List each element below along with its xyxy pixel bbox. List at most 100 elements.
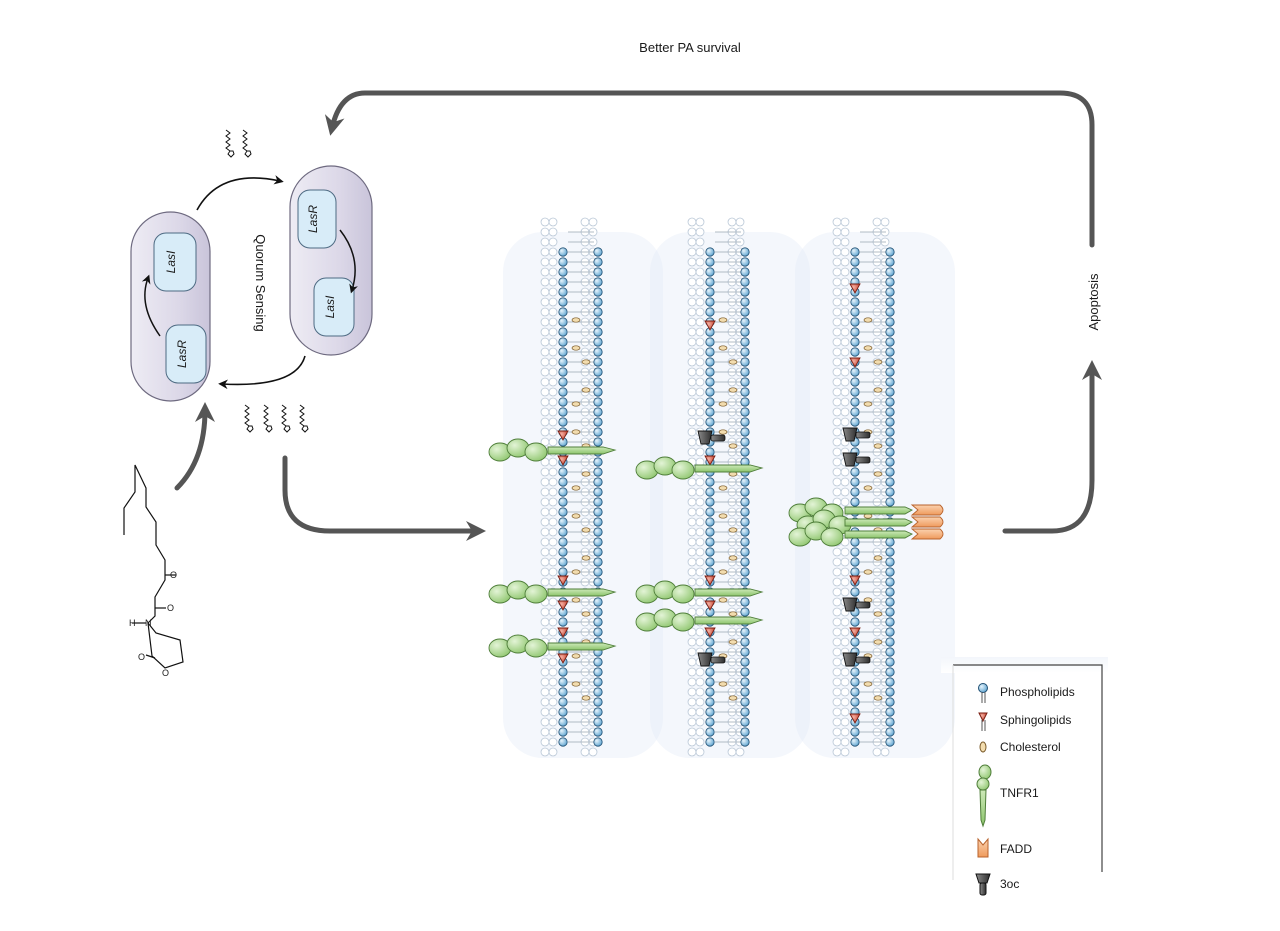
phospholipid-back xyxy=(540,237,550,247)
phospholipid xyxy=(705,717,715,727)
sphingolipid xyxy=(849,627,861,638)
phospholipid xyxy=(885,697,895,707)
sphingolipid xyxy=(704,320,716,331)
cholesterol xyxy=(873,443,883,449)
phospholipid-back xyxy=(580,217,590,227)
phospholipid-back xyxy=(695,277,705,287)
lasr-protein-left xyxy=(165,324,207,384)
cholesterol xyxy=(571,401,581,407)
phospholipid-back xyxy=(832,627,842,637)
phospholipid-back xyxy=(540,357,550,367)
phospholipid-back xyxy=(540,347,550,357)
phospholipid-back xyxy=(695,237,705,247)
sphingolipid xyxy=(557,430,569,441)
phospholipid-back xyxy=(540,617,550,627)
cholesterol xyxy=(863,401,873,407)
phospholipid xyxy=(740,387,750,397)
cholesterol xyxy=(581,527,591,533)
3oc-tail xyxy=(855,656,871,664)
phospholipid-back xyxy=(840,377,850,387)
phospholipid xyxy=(705,517,715,527)
phospholipid-back xyxy=(548,527,558,537)
phospholipid xyxy=(740,417,750,427)
phospholipid-back xyxy=(832,457,842,467)
phospholipid xyxy=(593,627,603,637)
phospholipid xyxy=(593,537,603,547)
cholesterol xyxy=(863,485,873,491)
phospholipid-back xyxy=(695,627,705,637)
phospholipid xyxy=(740,487,750,497)
phospholipid xyxy=(850,377,860,387)
phospholipid-back xyxy=(840,637,850,647)
phospholipid xyxy=(740,367,750,377)
phospholipid-back xyxy=(687,487,697,497)
phospholipid-back xyxy=(687,577,697,587)
phospholipid xyxy=(850,297,860,307)
legend-label-cholesterol: Cholesterol xyxy=(1000,740,1061,754)
phospholipid xyxy=(885,457,895,467)
tnfr1-stem xyxy=(694,588,764,597)
phospholipid xyxy=(558,517,568,527)
phospholipid-back xyxy=(832,417,842,427)
phospholipid-back xyxy=(832,387,842,397)
phospholipid-back xyxy=(695,707,705,717)
phospholipid-back xyxy=(540,307,550,317)
phospholipid-back xyxy=(832,747,842,757)
phospholipid-back xyxy=(695,287,705,297)
phospholipid xyxy=(705,347,715,357)
phospholipid-back xyxy=(548,337,558,347)
lasr-label-right: LasR xyxy=(306,205,320,233)
phospholipid xyxy=(593,277,603,287)
phospholipid xyxy=(885,257,895,267)
phospholipid-back xyxy=(695,367,705,377)
phospholipid-back xyxy=(840,347,850,357)
phospholipid-back xyxy=(832,447,842,457)
phospholipid xyxy=(593,497,603,507)
phospholipid xyxy=(850,407,860,417)
phospholipid-back xyxy=(832,357,842,367)
autoinducers-bottom xyxy=(244,404,309,433)
phospholipid xyxy=(740,327,750,337)
phospholipid-back xyxy=(687,407,697,417)
phospholipid-back xyxy=(832,717,842,727)
phospholipid xyxy=(705,387,715,397)
phospholipid xyxy=(705,477,715,487)
phospholipid-back xyxy=(540,707,550,717)
phospholipid xyxy=(740,707,750,717)
phospholipid-back xyxy=(540,607,550,617)
phospholipid xyxy=(593,597,603,607)
atom-oxygen-2: O xyxy=(167,603,174,613)
tnfr1-stem xyxy=(844,506,914,515)
phospholipid-back xyxy=(687,717,697,727)
phospholipid xyxy=(593,267,603,277)
tnfr1-domain xyxy=(524,638,548,658)
phospholipid xyxy=(705,687,715,697)
phospholipid-back xyxy=(840,477,850,487)
phospholipid-back xyxy=(832,467,842,477)
tnfr1-receptor xyxy=(488,634,617,658)
phospholipid xyxy=(850,317,860,327)
membranes xyxy=(488,217,955,758)
phospholipid-back xyxy=(695,377,705,387)
phospholipid-back xyxy=(548,307,558,317)
phospholipid xyxy=(885,567,895,577)
phospholipid-back xyxy=(540,377,550,387)
phospholipid xyxy=(740,627,750,637)
cholesterol xyxy=(873,695,883,701)
phospholipid-back xyxy=(548,657,558,667)
legend-3oc-icon xyxy=(975,873,991,896)
cholesterol xyxy=(718,681,728,687)
phospholipid xyxy=(850,307,860,317)
lasi-label-right: LasI xyxy=(323,295,337,318)
atom-nitrogen: N xyxy=(145,618,152,628)
cholesterol xyxy=(718,569,728,575)
3oc-molecule xyxy=(842,427,858,442)
acyl-homoserine-lactone-structure xyxy=(123,464,184,669)
phospholipid-back xyxy=(840,467,850,477)
phospholipid-back xyxy=(540,387,550,397)
phospholipid-back xyxy=(548,387,558,397)
cholesterol xyxy=(863,345,873,351)
atom-oxygen-1: O xyxy=(170,570,177,580)
3oc-molecule xyxy=(842,652,858,667)
3oc-tail xyxy=(855,601,871,609)
